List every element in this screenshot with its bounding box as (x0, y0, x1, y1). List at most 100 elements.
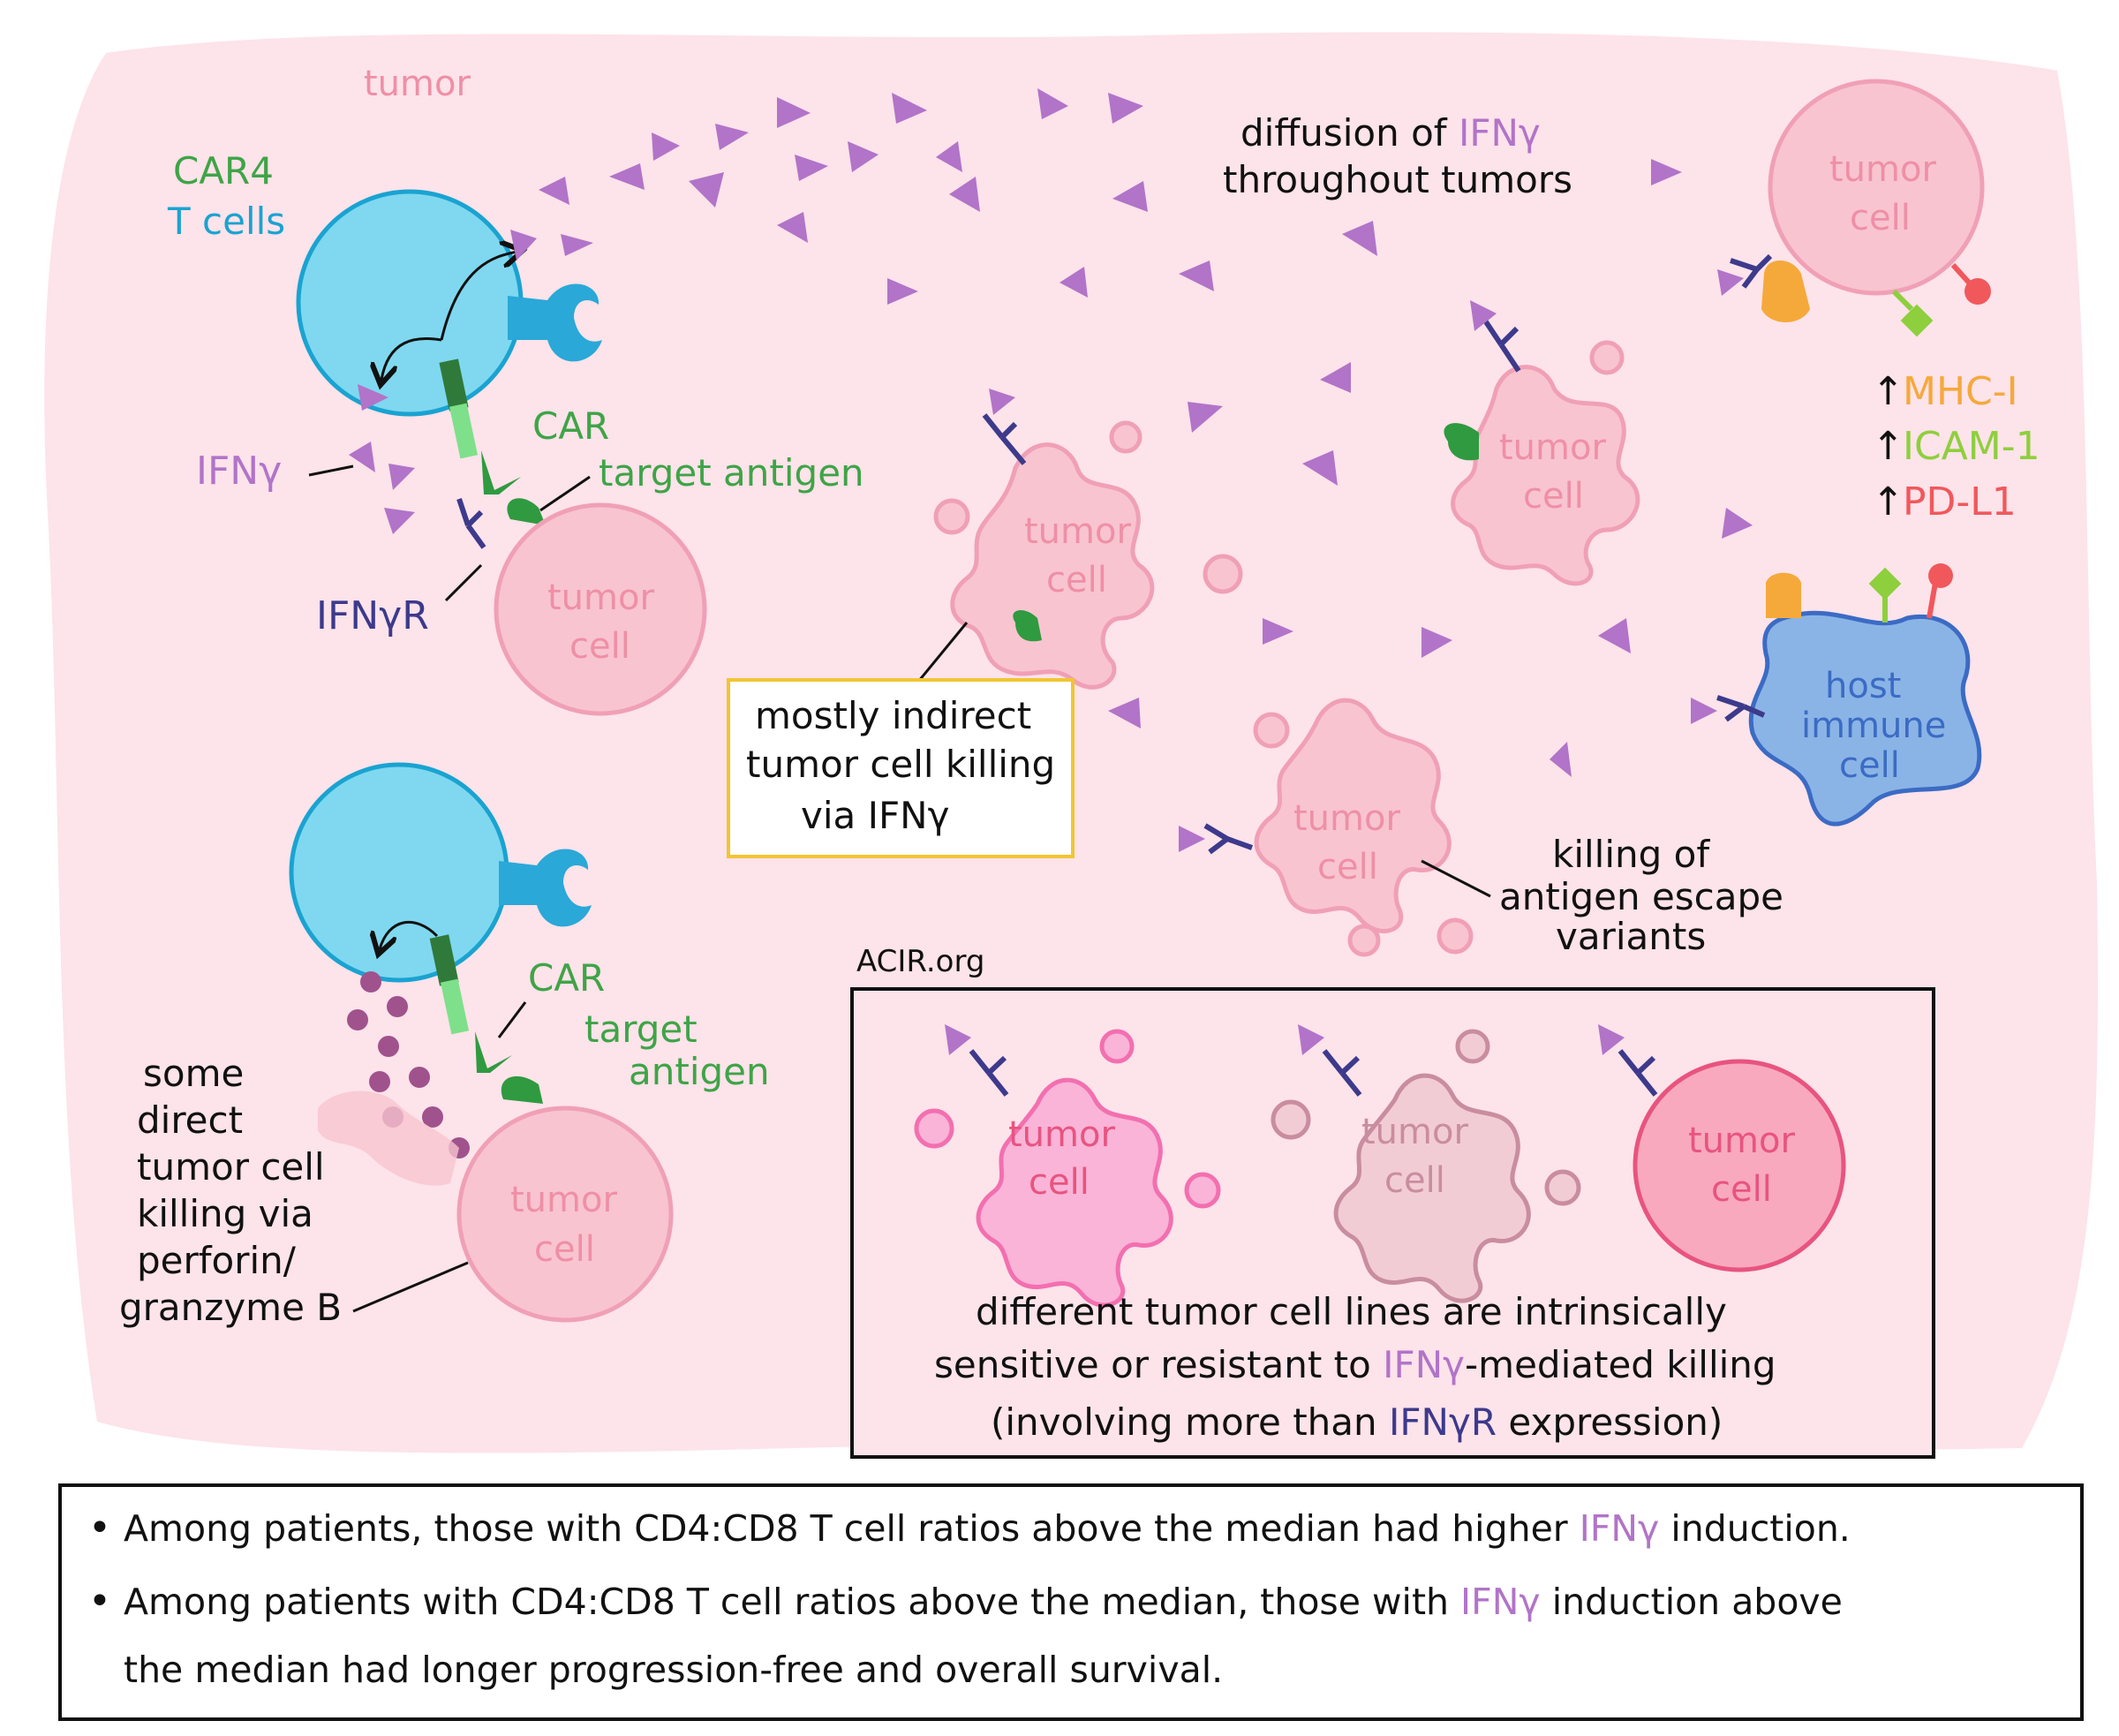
target-antigen-upper-right (1444, 423, 1479, 461)
inset-tumor-cell-sensitive: tumor cell (914, 1029, 1221, 1308)
up-arrow-pdl1: ↑ (1872, 479, 1904, 525)
inset-ifngr-intermediate (1322, 1049, 1362, 1097)
inset-ifng-intermediate (1298, 1024, 1324, 1055)
inset-tumor-cell-intermediate: tumor cell (1271, 1029, 1581, 1303)
direct-label-line4: killing via (137, 1192, 313, 1235)
up-arrow-mhc: ↑ (1872, 369, 1904, 414)
takeaway-bullet-2-dot: • (88, 1579, 111, 1624)
ifng-bound-upper-right (1470, 300, 1497, 331)
svg-text:cell: cell (569, 626, 630, 667)
icam-molecule-top-right (1891, 289, 1934, 337)
direct-label-line5: perforin/ (137, 1239, 297, 1282)
acir-credit: ACIR.org (856, 944, 984, 979)
tumor-cell-dying-middle: tumor cell (933, 420, 1243, 690)
inset-ifng-sensitive (945, 1024, 971, 1055)
tumor-cell-top-left: tumor cell (494, 502, 707, 716)
ifng-bound-escape (1179, 826, 1205, 852)
svg-text:cell: cell (1029, 1162, 1090, 1203)
svg-text:tumor: tumor (1024, 511, 1131, 552)
svg-text:cell: cell (534, 1229, 595, 1270)
car-receptor-top (439, 359, 521, 494)
target-antigen-bottom (501, 1076, 543, 1104)
icam-molecule-host (1868, 567, 1902, 623)
inset-ifngr-sensitive (969, 1049, 1009, 1097)
svg-text:tumor: tumor (1688, 1121, 1795, 1161)
direct-label-line1: some (143, 1052, 244, 1095)
upregulation-list: ↑ MHC-I ↑ ICAM-1 ↑ PD-L1 (1872, 369, 2040, 525)
svg-text:tumor: tumor (1293, 798, 1400, 839)
pdl1-label: PD-L1 (1903, 479, 2017, 525)
icam-label: ICAM-1 (1903, 424, 2040, 469)
damage-burst (318, 1091, 459, 1186)
car-t-cell-top (296, 189, 602, 417)
svg-text:cell: cell (1384, 1160, 1445, 1201)
inset-caption-line3: (involving more than IFNγR expression) (991, 1400, 1723, 1444)
escape-label-line3: variants (1556, 915, 1706, 958)
indirect-label-line2: tumor cell killing (746, 743, 1055, 786)
takeaway-bullet-1: Among patients, those with CD4:CD8 T cel… (124, 1507, 1851, 1550)
pdl1-molecule-top-right (1950, 262, 1991, 305)
svg-text:cell: cell (1711, 1169, 1772, 1210)
svg-text:cell: cell (1850, 198, 1911, 238)
tumor-cell-dying-upper-right: tumor cell (1451, 340, 1640, 586)
ifng-molecules (349, 88, 1753, 777)
svg-text:tumor: tumor (547, 577, 654, 618)
ifng-bound-middle (989, 389, 1015, 415)
diffusion-label-line2: throughout tumors (1223, 158, 1572, 201)
svg-text:tumor: tumor (510, 1180, 617, 1220)
car-label-bottom: CAR (528, 956, 605, 1000)
direct-label-line6: granzyme B (119, 1286, 342, 1329)
svg-text:cell: cell (1523, 476, 1584, 517)
svg-text:cell: cell (1839, 745, 1900, 786)
takeaway-bullet-2-line2: the median had longer progression-free a… (124, 1649, 1223, 1691)
tumor-cell-escape-variant: tumor cell (1253, 698, 1474, 957)
car-receptor-bottom (429, 934, 512, 1073)
mhc-molecule-top-right (1761, 260, 1810, 322)
ifngr-receptor-host (1716, 695, 1766, 722)
car-t-cell-bottom (289, 762, 592, 983)
target-antigen-label-top: target antigen (599, 451, 864, 494)
car4-label-line1: CAR4 (173, 149, 274, 192)
car-label-top: CAR (532, 404, 609, 448)
mhc-molecule-host (1766, 572, 1801, 618)
ifng-bound-top-right (1717, 269, 1744, 296)
ifng-bound-host (1691, 698, 1717, 724)
indirect-killing-box (727, 678, 1075, 858)
target-antigen-top (507, 498, 546, 525)
inset-ifng-resistant (1598, 1024, 1625, 1055)
tumor-cell-bottom-left: tumor cell (456, 1106, 674, 1323)
inset-caption-line2: sensitive or resistant to IFNγ-mediated … (934, 1343, 1776, 1386)
ifngr-label: IFNγR (316, 593, 429, 638)
takeaway-bullet-2: Among patients with CD4:CD8 T cell ratio… (124, 1581, 1843, 1623)
inset-ifngr-resistant (1618, 1049, 1658, 1097)
direct-label-line3: tumor cell (137, 1145, 325, 1189)
svg-text:cell: cell (1317, 847, 1378, 887)
tumor-region-label: tumor (364, 64, 471, 104)
escape-label-line1: killing of (1552, 833, 1710, 876)
up-arrow-icam: ↑ (1872, 424, 1904, 469)
indirect-label-line1: mostly indirect (755, 694, 1031, 737)
svg-text:host: host (1825, 666, 1901, 706)
svg-text:tumor: tumor (1361, 1112, 1468, 1152)
pdl1-molecule-host (1927, 563, 1953, 619)
takeaway-box (58, 1483, 2084, 1721)
ifngr-receptor-upper-right (1481, 316, 1521, 373)
host-immune-cell: host immune cell (1748, 610, 1982, 826)
inset-tumor-cell-resistant: tumor cell (1633, 1059, 1846, 1272)
svg-text:tumor: tumor (1499, 427, 1606, 468)
target-antigen-middle (1013, 609, 1042, 642)
svg-text:immune: immune (1801, 706, 1946, 746)
takeaway-bullet-1-dot: • (88, 1506, 111, 1551)
car4-label-line2: T cells (167, 200, 285, 243)
mhc-label: MHC-I (1903, 369, 2018, 414)
indirect-label-line3: via IFNγ (801, 794, 949, 837)
ifngr-receptor-middle (982, 413, 1027, 465)
diffusion-label-line1: diffusion of IFNγ (1240, 111, 1541, 155)
ifng-label: IFNγ (196, 449, 282, 494)
escape-label-line2: antigen escape (1499, 875, 1783, 918)
tumor-cell-top-right: tumor cell (1768, 79, 1985, 296)
direct-label-line2: direct (137, 1098, 243, 1142)
svg-text:tumor: tumor (1829, 149, 1936, 190)
